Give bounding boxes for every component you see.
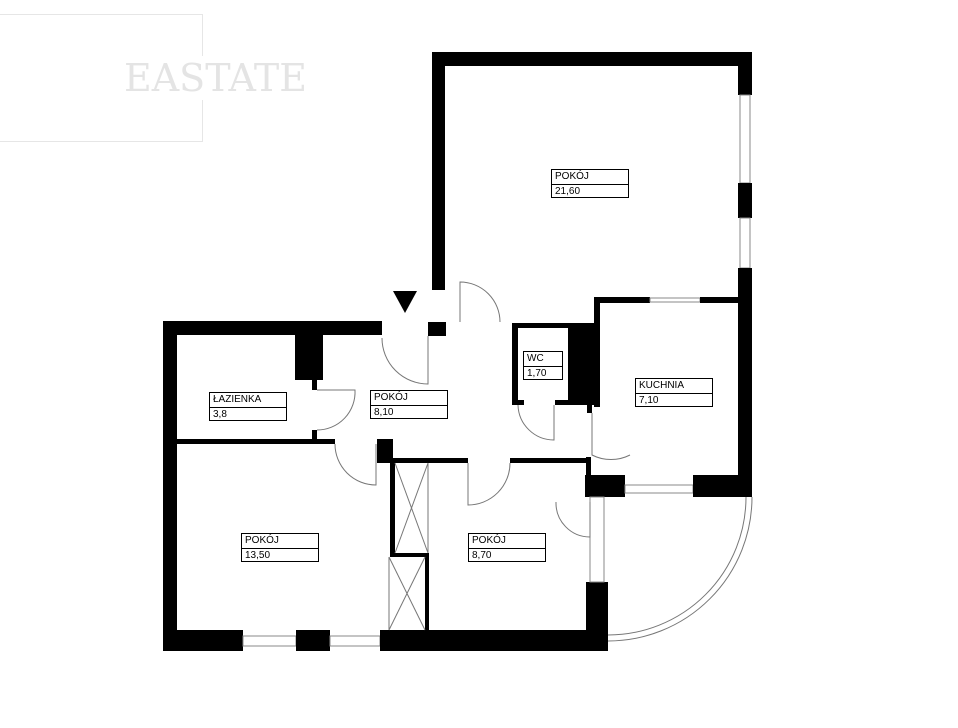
bathroom-door [316,389,356,431]
room-name: POKÓJ [469,534,545,549]
kitchen-door [591,413,631,461]
wall [163,321,177,651]
room-area: 3,8 [213,409,227,420]
window [649,297,701,303]
wall [693,475,752,497]
door [334,443,377,486]
wall [555,400,570,405]
wall [738,268,752,497]
wall [432,52,752,66]
wall [512,323,568,328]
wall [377,439,393,463]
window [624,484,694,494]
wc-door [517,404,555,441]
wall [296,630,330,651]
wall [512,400,524,405]
wall [596,297,650,303]
room-name: ŁAZIENKA [210,393,286,408]
window [739,217,751,269]
wall [568,323,598,405]
room-area: 21,60 [555,186,581,197]
wall [586,457,591,477]
wall [389,458,468,463]
wall [432,52,445,290]
balcony-rail [607,496,747,636]
wall [585,475,625,497]
wall [390,458,395,556]
window [329,635,381,647]
balcony-rail [607,496,753,642]
closet-mark [388,556,426,631]
wall [587,405,592,413]
wall [163,630,243,651]
entrance-door [381,336,429,385]
room-area: 1,70 [527,368,547,379]
room-name: POKÓJ [242,534,318,549]
wall [738,183,752,218]
logo: EASTATE [122,56,309,100]
room-area: 7,10 [639,395,659,406]
room-name: WC [524,352,562,367]
wall [312,378,317,390]
room-name: KUCHNIA [636,379,712,394]
window [739,94,751,184]
wall [512,323,518,405]
window [589,496,605,583]
balcony-door [555,501,591,538]
wall [177,439,335,444]
wall [700,297,752,303]
entrance-arrow-icon [393,291,417,313]
wall [312,430,317,442]
wall [428,322,446,336]
wall [738,52,752,95]
room-area: 8,10 [374,407,394,418]
room-area: 8,70 [472,550,492,561]
wall [163,321,382,335]
window [242,635,297,647]
closet-mark [394,462,429,554]
wall [390,553,428,557]
wall [380,630,608,651]
room-name: POKÓJ [552,170,628,185]
wall [510,458,588,463]
room-name: POKÓJ [371,391,447,406]
wall [425,553,429,631]
room-area: 13,50 [245,550,271,561]
door [459,281,501,323]
wall [586,582,608,651]
chimney [295,335,323,380]
door [467,462,511,506]
